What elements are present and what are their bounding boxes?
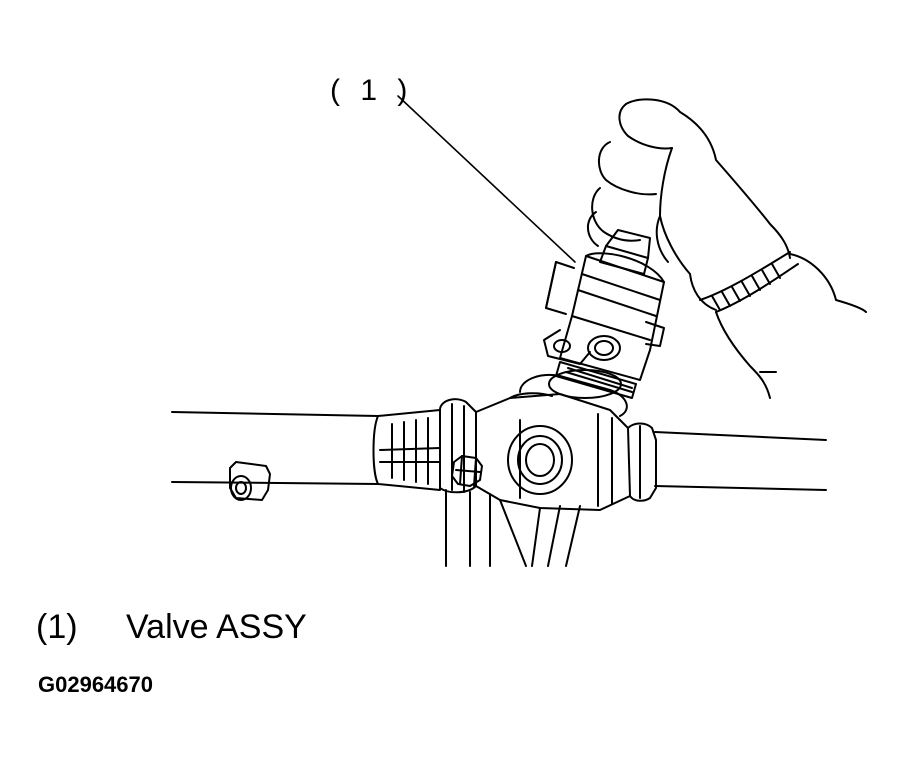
bushing bbox=[229, 461, 271, 501]
legend-item: (1) Valve ASSY bbox=[36, 608, 307, 647]
valve-thread-ring bbox=[555, 361, 637, 399]
housing-lower-body bbox=[445, 489, 581, 567]
valve-assembly-illustration bbox=[171, 95, 867, 567]
legend-ref: (1) bbox=[36, 608, 78, 646]
callout-label: ( 1 ) bbox=[330, 74, 414, 107]
legend-text: Valve ASSY bbox=[126, 608, 307, 646]
bracket-bolt bbox=[451, 455, 483, 487]
valve-body bbox=[543, 252, 665, 381]
gloved-hand bbox=[587, 98, 867, 399]
rack-boot bbox=[372, 409, 441, 491]
housing-end-collar bbox=[627, 422, 657, 502]
valve-input-shaft bbox=[599, 229, 651, 275]
figure-code: G02964670 bbox=[38, 672, 153, 697]
housing-port bbox=[507, 425, 573, 495]
gear-housing bbox=[475, 392, 631, 511]
mounting-clamp bbox=[439, 398, 477, 494]
rack-tube bbox=[171, 411, 827, 491]
callout-leader-line bbox=[397, 95, 576, 263]
